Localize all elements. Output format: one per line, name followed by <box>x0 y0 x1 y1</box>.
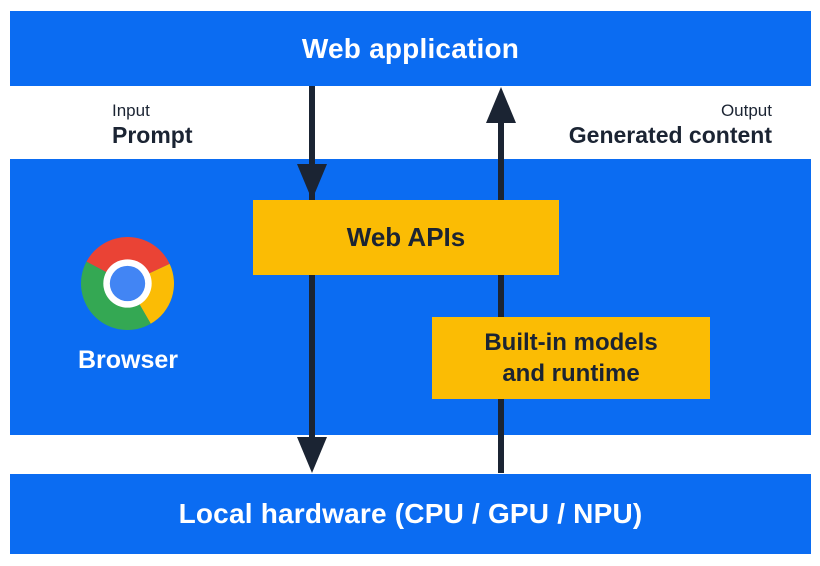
up-arrow-icon <box>486 87 516 123</box>
input-caption: Input <box>112 101 150 120</box>
web-application-label: Web application <box>301 32 520 64</box>
down-arrow-icon <box>297 437 327 473</box>
web-application-band: Web application <box>10 11 811 86</box>
chrome-browser-icon <box>81 237 174 330</box>
down-arrow-icon <box>297 164 327 200</box>
web-apis-label: Web APIs <box>346 222 466 252</box>
builtin-models-box: Built-in models and runtime <box>432 317 710 399</box>
output-flow-label-group: Output Generated content <box>569 99 772 148</box>
builtin-models-line1: Built-in models <box>484 329 658 356</box>
output-value: Generated content <box>568 122 772 148</box>
input-value: Prompt <box>112 122 193 148</box>
builtin-models-line2: and runtime <box>502 360 640 387</box>
local-hardware-band: Local hardware (CPU / GPU / NPU) <box>10 474 811 554</box>
input-flow-label-group: Input Prompt <box>112 99 193 148</box>
up-arrow-line <box>498 121 504 473</box>
output-caption: Output <box>720 101 772 120</box>
web-apis-box: Web APIs <box>253 200 559 275</box>
browser-label: Browser <box>77 346 179 374</box>
local-hardware-label: Local hardware (CPU / GPU / NPU) <box>178 498 643 529</box>
